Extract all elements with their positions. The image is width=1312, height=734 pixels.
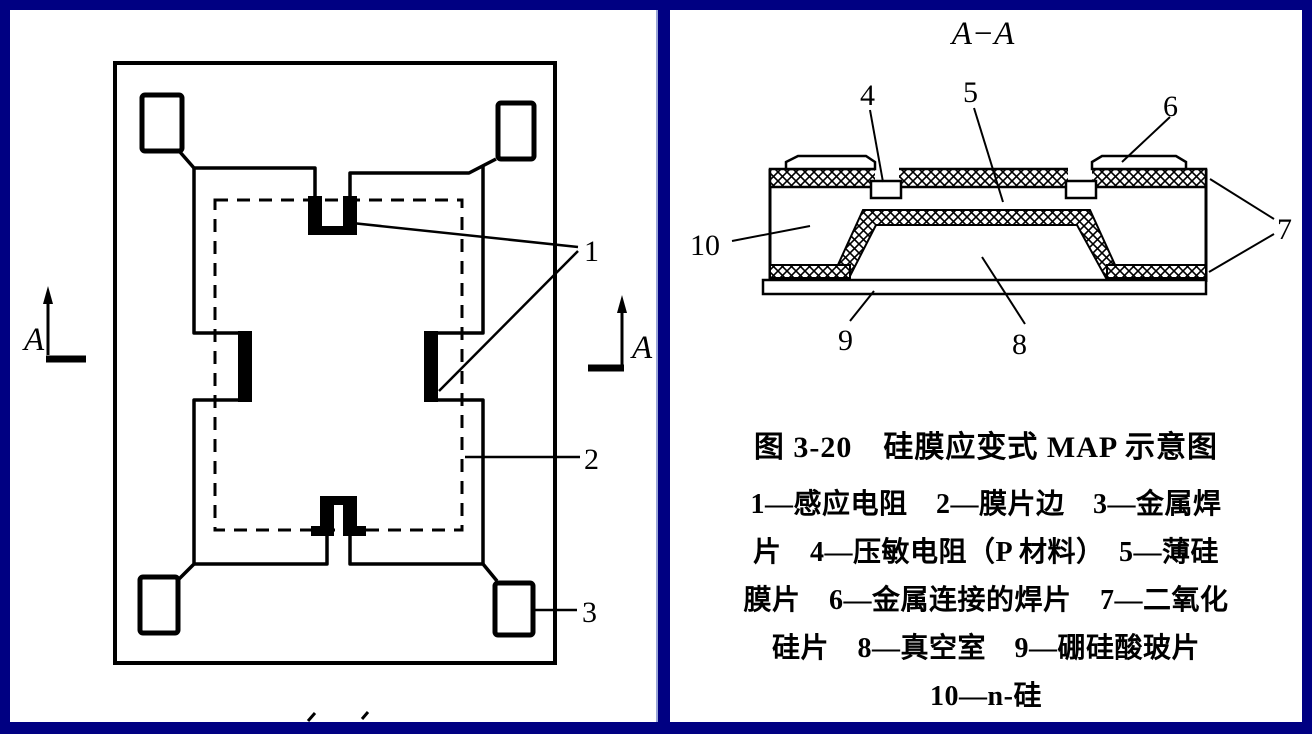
callout-8: 8 xyxy=(1012,328,1027,361)
leader-1b xyxy=(438,250,579,392)
pad-top-left xyxy=(139,92,185,154)
section-marker-left: A xyxy=(22,286,86,363)
callout-5: 5 xyxy=(963,76,978,109)
resistor-left-bar xyxy=(238,331,252,402)
pad-top-right xyxy=(495,100,537,162)
legend-line-3: 膜片 6—金属连接的焊片 7—二氧化 xyxy=(743,585,1229,616)
cutoff-mark-2 xyxy=(360,711,370,720)
top-view-drawing: 1 2 3 A A xyxy=(22,61,653,722)
section-arrowhead-left xyxy=(43,286,53,304)
cutoff-marks xyxy=(306,711,370,722)
legend-line-5: 10—n-硅 xyxy=(930,681,1042,712)
cutoff-mark-1 xyxy=(306,712,317,722)
resistor-bottom-right-foot xyxy=(357,526,366,536)
leader-1a xyxy=(351,221,579,249)
chip-outline xyxy=(113,61,557,665)
leader-5 xyxy=(973,107,1004,203)
frame-right-segment xyxy=(429,165,485,564)
leader-7-lower xyxy=(1208,233,1275,273)
section-view-panel: A−A xyxy=(670,10,1302,722)
membrane-hatched-band xyxy=(830,209,1123,279)
leader-10 xyxy=(731,225,811,242)
resistor-right-bar xyxy=(424,331,438,402)
callout-3: 3 xyxy=(582,596,597,629)
frame-top-left-segment xyxy=(178,150,317,198)
figure-caption: 图 3-20 硅膜应变式 MAP 示意图 1—感应电阻 2—膜片边 3—金属焊 … xyxy=(670,423,1302,721)
metal-pad-left xyxy=(784,154,877,171)
sio2-top-layer xyxy=(768,167,1208,189)
legend-line-4: 硅片 8—真空室 9—硼硅酸玻片 xyxy=(771,633,1200,664)
callout-6: 6 xyxy=(1163,90,1178,123)
resistor-bottom-cap xyxy=(320,496,357,505)
piezoresistor-tab-right xyxy=(1064,179,1098,200)
sio2-bottom-left-strip xyxy=(769,264,851,279)
pad-bottom-left xyxy=(137,574,181,636)
callout-9: 9 xyxy=(838,324,853,357)
resistor-bottom-left-bar xyxy=(320,496,334,536)
section-marker-right: A xyxy=(588,295,653,372)
leader-8 xyxy=(981,256,1026,325)
metal-pad-right xyxy=(1090,154,1188,171)
frame-left-segment xyxy=(176,168,247,582)
panel-divider xyxy=(656,10,658,722)
corner-pads xyxy=(137,92,537,638)
leader-lines xyxy=(351,221,580,612)
section-letter-right: A xyxy=(630,330,653,366)
legend-line-1: 1—感应电阻 2—膜片边 3—金属焊 xyxy=(750,489,1222,520)
sio2-bottom-right-strip xyxy=(1106,264,1207,279)
leader-6 xyxy=(1121,116,1171,163)
leader-4 xyxy=(869,109,884,183)
resistor-bottom-right-bar xyxy=(343,496,357,536)
section-drawing: A−A xyxy=(690,16,1292,361)
frame-bottom-right-segment xyxy=(348,536,499,583)
section-title: A−A xyxy=(950,16,1015,52)
top-view-panel: 1 2 3 A A xyxy=(10,10,656,722)
resistor-top-left-bar xyxy=(308,196,322,234)
resistor-top-right-bar xyxy=(343,196,357,234)
piezoresistor-tab-left xyxy=(869,179,903,200)
leader-9 xyxy=(849,290,875,322)
callout-1: 1 xyxy=(584,235,599,268)
frame-bottom-left-segment xyxy=(194,536,329,566)
section-arrowhead-right xyxy=(617,295,627,313)
inner-frame-outline xyxy=(176,150,499,583)
sensing-resistors xyxy=(238,196,438,536)
callout-7: 7 xyxy=(1277,213,1292,246)
leader-7-upper xyxy=(1209,178,1275,220)
callout-2: 2 xyxy=(584,443,599,476)
resistor-top-cap xyxy=(308,226,357,235)
section-letter-left: A xyxy=(22,322,45,358)
section-leader-lines xyxy=(731,107,1275,325)
frame-top-right-segment xyxy=(348,157,497,198)
resistor-bottom-left-foot xyxy=(311,526,320,536)
legend-line-2: 片 4—压敏电阻（P 材料） 5—薄硅 xyxy=(752,537,1220,568)
borosilicate-glass-layer xyxy=(761,278,1208,296)
caption-title: 图 3-20 硅膜应变式 MAP 示意图 xyxy=(753,431,1219,464)
callout-10: 10 xyxy=(690,229,720,262)
callout-4: 4 xyxy=(860,79,875,112)
pad-bottom-right xyxy=(492,580,536,638)
